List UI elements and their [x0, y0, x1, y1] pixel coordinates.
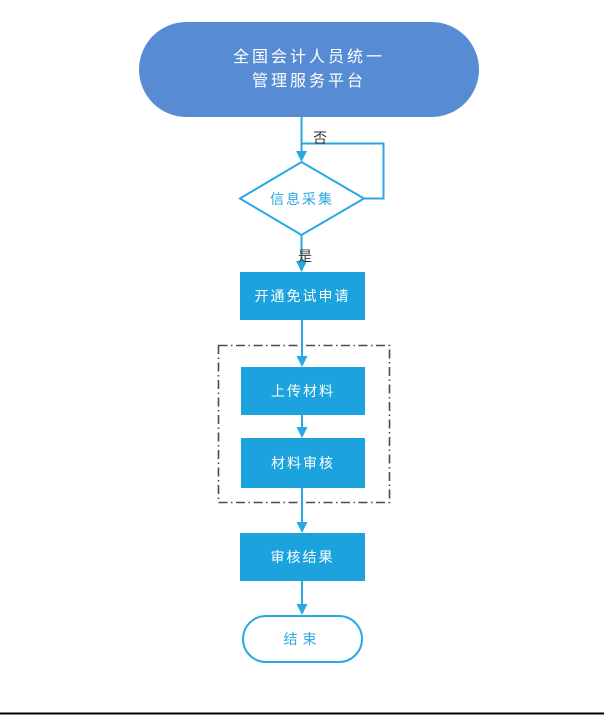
arrowhead-into-end	[296, 604, 308, 615]
arrowhead-into-review	[296, 427, 308, 438]
node-decision-label: 信息采集	[270, 191, 334, 207]
edge-label-yes: 是	[298, 248, 312, 264]
node-process-review: 材料审核	[241, 438, 365, 488]
arrowhead-into-apply	[296, 261, 307, 272]
node-process-upload: 上传材料	[241, 367, 365, 415]
group-dashed-border	[217, 344, 391, 504]
node-process-apply: 开通免试申请	[240, 272, 365, 320]
edge-label-no: 否	[313, 130, 327, 146]
node-start-label-line1: 全国会计人员统一	[232, 48, 385, 66]
node-start-terminator: 全国会计人员统一 管理服务平台	[139, 22, 479, 117]
loop-connector-no	[301, 142, 385, 200]
arrowhead-into-upload	[296, 356, 308, 367]
node-start-label-line2: 管理服务平台	[251, 72, 366, 90]
arrowhead-into-decision	[296, 151, 307, 162]
node-process-result: 审核结果	[240, 533, 365, 581]
node-end-terminator: 结束	[242, 615, 363, 663]
arrowhead-into-result	[296, 522, 308, 533]
